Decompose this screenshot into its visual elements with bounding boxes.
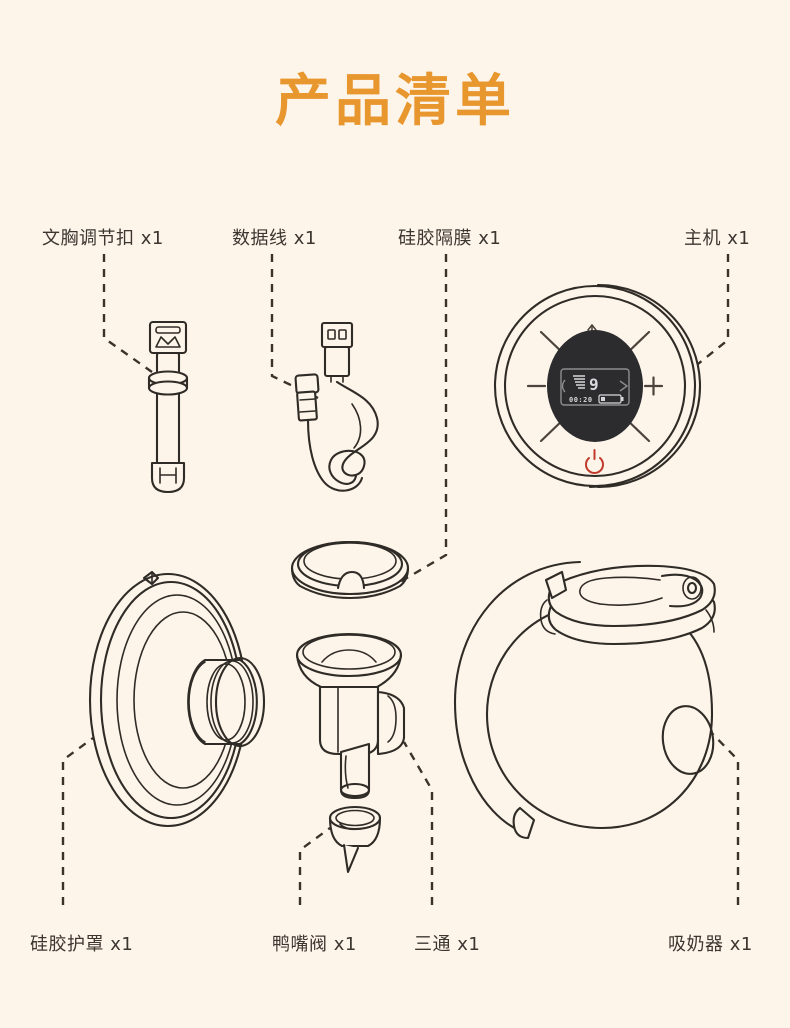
leader-breast-pump <box>701 722 740 905</box>
timer-value: 00:20 <box>569 396 593 404</box>
duckbill-valve-art <box>328 805 382 874</box>
pump-motor-unit-art: 9 00:20 <box>493 283 702 489</box>
tee-connector-art <box>295 632 406 800</box>
battery-icon <box>598 394 624 404</box>
usb-charging-cable-art <box>294 321 379 492</box>
label-silicone-diaphragm: 硅胶隔膜 x1 <box>398 228 502 249</box>
label-silicone-shield: 硅胶护罩 x1 <box>30 934 134 955</box>
leader-tee-connector <box>402 741 434 905</box>
label-data-cable: 数据线 x1 <box>232 228 317 249</box>
silicone-flange-shield-art <box>88 570 266 828</box>
leader-silicone-shield <box>61 729 105 905</box>
label-breast-pump: 吸奶器 x1 <box>668 934 753 955</box>
leader-main-unit <box>687 254 730 373</box>
silicone-diaphragm-art <box>290 540 410 600</box>
bra-adjustment-buckle-art <box>147 320 189 494</box>
breast-pump-body-art <box>453 560 716 840</box>
level-value: 9 <box>589 375 599 394</box>
power-icon <box>585 449 604 474</box>
label-tee-connector: 三通 x1 <box>414 934 481 955</box>
page-title: 产品清单 <box>275 69 515 134</box>
label-main-unit: 主机 x1 <box>684 228 751 249</box>
label-bra-strap: 文胸调节扣 x1 <box>42 228 164 249</box>
leader-diaphragm <box>399 254 448 584</box>
label-duckbill-valve: 鸭嘴阀 x1 <box>272 934 357 955</box>
leader-duckbill-valve <box>298 827 331 905</box>
display-screen <box>547 330 643 442</box>
leader-bra-strap <box>102 254 153 373</box>
